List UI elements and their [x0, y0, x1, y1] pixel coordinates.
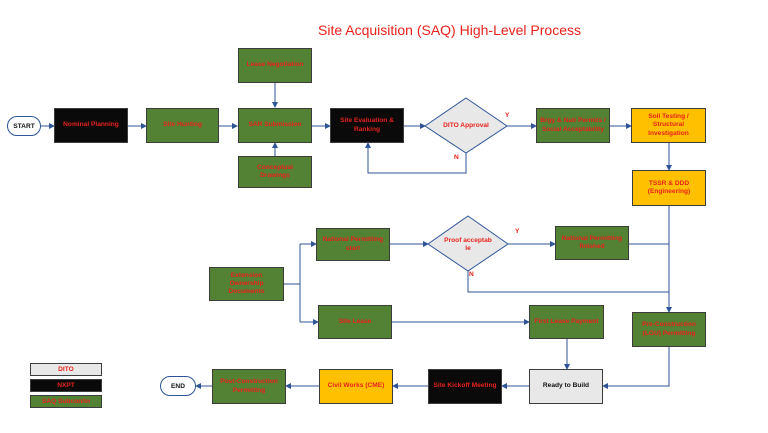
- site-evaluation-box: Site Evaluation & Ranking: [330, 108, 404, 143]
- national-permitting-finished-box: National Permitting finished: [555, 226, 629, 260]
- proof-no-label: N: [469, 271, 474, 278]
- proof-acceptable-label: Proof acceptab le: [444, 236, 492, 252]
- connector-preconstruction-ready: [602, 347, 670, 389]
- national-permitting-start-box: National Permitting start: [316, 228, 390, 261]
- pre-construction-box: Pre-Construction (LGU) Permitting: [632, 312, 706, 347]
- site-hunting-box: Site Hunting: [146, 108, 219, 143]
- ready-to-build-box: Ready to Build: [529, 369, 603, 404]
- site-lease-box: Site Lease: [318, 305, 392, 339]
- dito-yes-label: Y: [505, 112, 510, 119]
- end-terminal: END: [160, 376, 196, 396]
- proof-acceptable-diamond: [427, 215, 509, 272]
- civil-works-box: Civil Works (CME): [319, 369, 393, 404]
- start-terminal: START: [7, 116, 41, 136]
- sar-submission-box: SAR Submission: [238, 108, 312, 143]
- brgy-permits-box: Brgy & Natl Permits / Social Acceptabili…: [536, 108, 610, 143]
- tssr-ddd-box: TSSR & DDD (Engineering): [632, 170, 706, 206]
- proof-yes-label: Y: [515, 228, 520, 235]
- conceptual-drawings-box: Conceptual Drawings: [238, 156, 312, 188]
- nominal-planning-box: Nominal Planning: [54, 108, 128, 143]
- dito-approval-diamond: [424, 97, 508, 154]
- site-kickoff-box: Site Kickoff Meeting: [428, 369, 502, 404]
- post-construction-box: Post-Construction Permitting: [212, 369, 286, 404]
- first-lease-payment-box: First Lease Payment: [529, 305, 604, 339]
- dito-no-label: N: [454, 154, 459, 161]
- connector-dito-no-loop: [365, 142, 467, 174]
- legend-nxpt: NXPT: [30, 379, 102, 392]
- dito-approval-label: DITO Approval: [443, 121, 489, 129]
- legend-saq-subcon: SAQ Subcon/in: [30, 395, 102, 408]
- lease-negotiation-box: Lease Negotiation: [238, 48, 312, 83]
- legend-dito: DITO: [30, 363, 102, 376]
- soil-testing-box: Soil Testing / Structural Investigation: [631, 108, 706, 143]
- page-title: Site Acquisition (SAQ) High-Level Proces…: [318, 22, 581, 38]
- connector-proof-no-loop: [467, 271, 669, 293]
- extension-ownership-box: Extension Ownership Documents: [209, 267, 284, 301]
